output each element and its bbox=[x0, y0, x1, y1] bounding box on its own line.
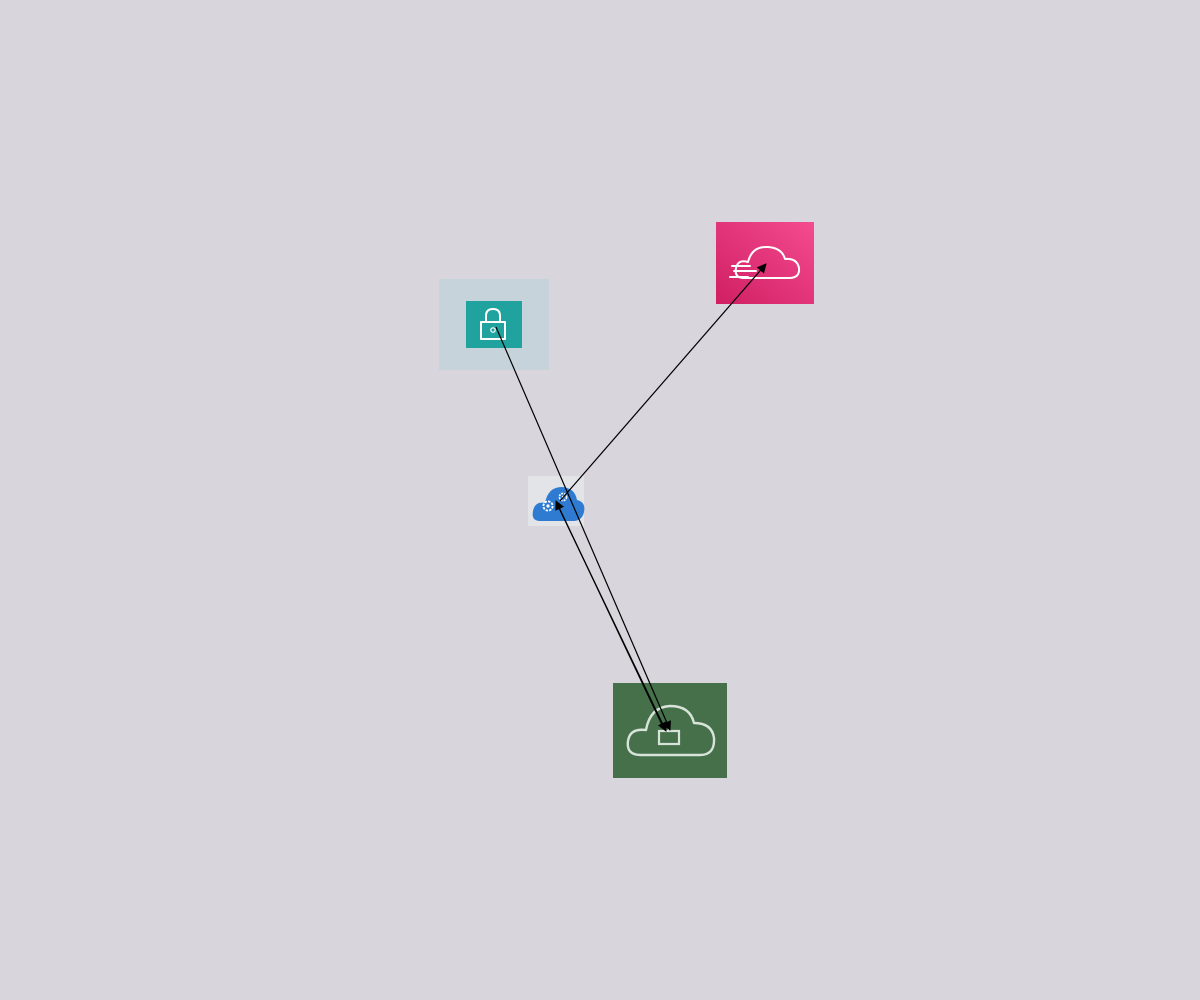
padlock-icon bbox=[480, 308, 506, 340]
node-fast-cloud[interactable] bbox=[716, 222, 814, 304]
edge-cloud-config-to-fast-cloud bbox=[559, 263, 767, 502]
node-lock[interactable] bbox=[439, 279, 549, 370]
edge-lock-to-private-cloud bbox=[495, 326, 671, 731]
node-private-cloud[interactable] bbox=[613, 683, 727, 778]
speed-cloud-icon bbox=[729, 245, 801, 279]
edges-layer bbox=[495, 263, 767, 732]
edge-cloud-config-to-private-cloud bbox=[558, 507, 667, 732]
